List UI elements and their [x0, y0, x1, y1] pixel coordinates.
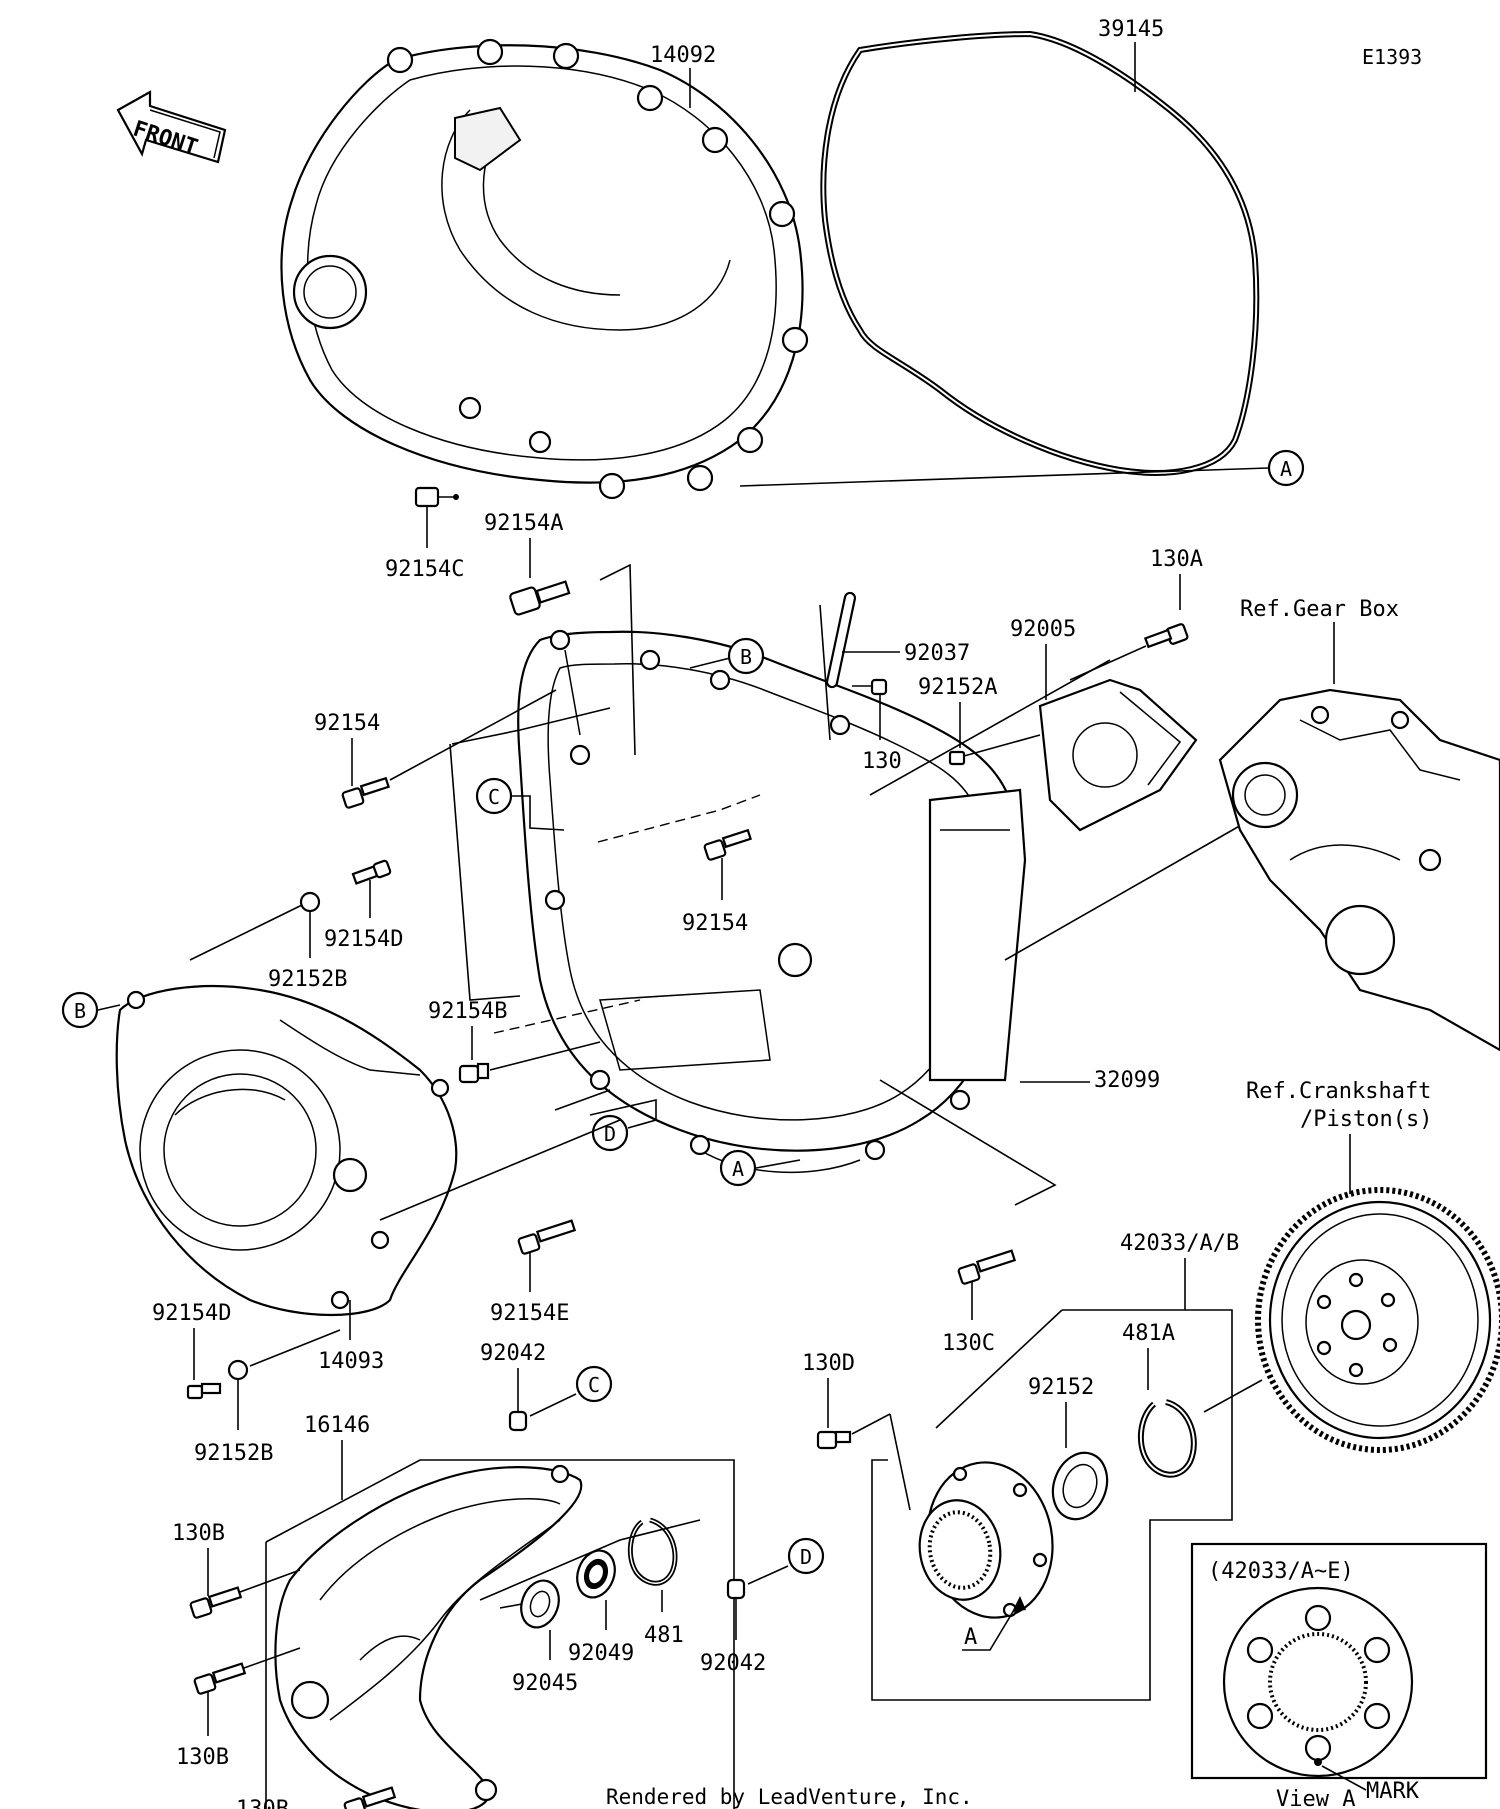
label-130B-1: 130B [172, 1521, 225, 1546]
seal-92152 [1051, 1451, 1109, 1521]
bolt-92154E [517, 1219, 577, 1255]
label-92042-bot: 92042 [700, 1651, 766, 1676]
svg-text:D: D [800, 1545, 812, 1569]
svg-text:B: B [740, 645, 752, 669]
label-92154C: 92154C [385, 557, 464, 582]
seal-92049 [576, 1549, 616, 1599]
label-92154-mid: 92154 [682, 911, 748, 936]
cover-14093 [115, 985, 458, 1317]
label-130C: 130C [942, 1331, 995, 1356]
svg-text:D: D [604, 1122, 616, 1146]
bolt-130 [852, 678, 888, 696]
bolt-92154-top [341, 776, 390, 809]
svg-text:B: B [74, 999, 86, 1023]
svg-text:C: C [588, 1373, 600, 1397]
bolt-130C [957, 1249, 1017, 1285]
label-92154-top: 92154 [314, 711, 380, 736]
outer-cover-14092 [280, 38, 809, 500]
gasket-92005 [1038, 678, 1198, 832]
svg-text:A: A [732, 1157, 744, 1181]
label-39145: 39145 [1098, 17, 1164, 42]
washer-92152A [948, 750, 966, 766]
bolt-92154D-top [351, 859, 392, 885]
bolt-92154C [414, 486, 459, 508]
svg-text:A: A [1280, 457, 1292, 481]
dowel-92037 [825, 591, 857, 689]
callout-a-top: A [1267, 449, 1305, 487]
label-481A: 481A [1122, 1321, 1175, 1346]
bolt-130D [816, 1430, 852, 1450]
inset-mark: MARK [1366, 1779, 1420, 1804]
callout-c-crankcase: C [475, 777, 513, 815]
ref-crankshaft-line2: /Piston(s) [1300, 1107, 1432, 1132]
label-92042-top: 92042 [480, 1341, 546, 1366]
ref-gear-box: Ref.Gear Box [1240, 597, 1399, 622]
label-32099: 32099 [1094, 1068, 1160, 1093]
bolt-92154D-bot [186, 1382, 222, 1400]
footer-credit: Rendered by LeadVenture, Inc. [606, 1785, 973, 1809]
label-42033: 42033/A/B [1120, 1231, 1239, 1256]
label-92045: 92045 [512, 1671, 578, 1696]
label-130B-2: 130B [176, 1745, 229, 1770]
washer-92152B-top [299, 891, 321, 913]
label-92152B-top: 92152B [268, 967, 347, 992]
callout-c-lower: C [575, 1365, 613, 1403]
bolt-130B-2 [193, 1662, 247, 1695]
view-a-label: View A [1276, 1787, 1355, 1809]
circlip-481 [627, 1517, 678, 1586]
dowel-92042-bot [726, 1578, 746, 1600]
bolt-130B-1 [189, 1586, 243, 1619]
svg-text:A: A [964, 1625, 977, 1650]
label-14093: 14093 [318, 1349, 384, 1374]
dowel-92042-top [508, 1410, 528, 1432]
svg-text:C: C [488, 785, 500, 809]
view-arrow-a: A [962, 1596, 1026, 1651]
bolt-92154-mid [703, 828, 752, 861]
bolt-92154B [458, 1062, 490, 1084]
crankcase-32099 [517, 629, 1027, 1174]
front-arrow-icon: FRONT [116, 90, 227, 164]
label-14092: 14092 [650, 43, 716, 68]
callout-a-crankcase: A [719, 1149, 757, 1187]
hub-assembly [918, 1461, 1054, 1619]
label-481: 481 [644, 1623, 684, 1648]
label-92152A: 92152A [918, 675, 997, 700]
callout-d-lower: D [787, 1537, 825, 1575]
flywheel-gear [1255, 1187, 1500, 1453]
label-92154A: 92154A [484, 511, 563, 536]
label-16146: 16146 [304, 1413, 370, 1438]
washer-92152B-bot [227, 1359, 249, 1381]
label-92152: 92152 [1028, 1375, 1094, 1400]
view-a-inset: (42033/A~E) MARK [1190, 1542, 1488, 1804]
bolt-130A [1143, 623, 1189, 649]
label-92005: 92005 [1010, 617, 1076, 642]
inset-title: (42033/A~E) [1208, 1559, 1354, 1584]
gear-box-assembly [1218, 688, 1500, 1052]
bolt-92154A [509, 580, 571, 616]
callout-d-crankcase: D [591, 1114, 629, 1152]
lower-cover-16146 [274, 1464, 583, 1809]
bolt-130B-3 [343, 1786, 397, 1809]
label-92152B-bot: 92152B [194, 1441, 273, 1466]
diagram-code: E1393 [1362, 45, 1422, 69]
label-130B-3: 130B [236, 1797, 289, 1809]
gasket-39145 [820, 30, 1260, 476]
label-130: 130 [862, 749, 902, 774]
circlip-481A [1137, 1399, 1197, 1478]
ref-crankshaft-line1: Ref.Crankshaft [1246, 1079, 1431, 1104]
label-92154B: 92154B [428, 999, 507, 1024]
label-92049: 92049 [568, 1641, 634, 1666]
label-130D: 130D [802, 1351, 855, 1376]
seal-92045 [520, 1579, 560, 1629]
label-92154D-bot: 92154D [152, 1301, 231, 1326]
callout-b-crankcase: B [727, 637, 765, 675]
label-92037: 92037 [904, 641, 970, 666]
callout-b-left: B [61, 991, 99, 1029]
label-92154D-top: 92154D [324, 927, 403, 952]
label-92154E: 92154E [490, 1301, 569, 1326]
label-130A: 130A [1150, 547, 1203, 572]
